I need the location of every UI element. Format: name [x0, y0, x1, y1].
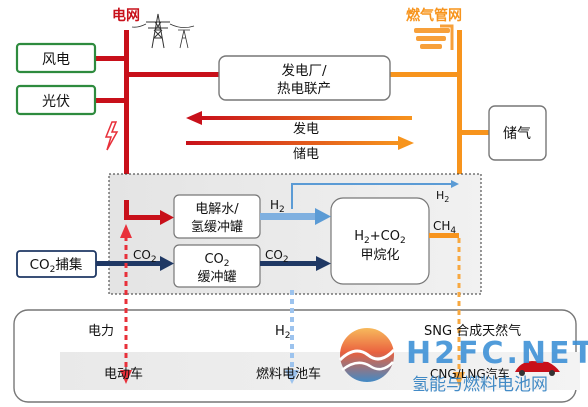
grid-to-electrolysis-vertical [124, 200, 129, 220]
grid-label: 电网 [112, 7, 140, 24]
wind-feeder-line [96, 56, 126, 61]
h2-mid-label: H2 [270, 198, 285, 215]
methanation-line2: 甲烷化 [360, 248, 399, 263]
grid-to-electrolysis-arrow [126, 210, 174, 225]
methanation-line1: H2+CO2 [354, 229, 405, 246]
co2-capture-label: CO2捕集 [30, 257, 83, 275]
electrolysis-line2: 氢缓冲罐 [191, 220, 243, 235]
grid-trunk-line [124, 30, 129, 220]
power-plant-line1: 发电厂/ [281, 63, 326, 79]
gas-storage-box: 储气 [488, 105, 547, 161]
co2-capture-to-buffer-arrow [96, 256, 174, 271]
store-label: 储电 [293, 147, 319, 162]
wind-box: 风电 [15, 42, 97, 74]
generate-label: 发电 [293, 121, 319, 137]
power-label: 电力 [88, 324, 114, 339]
generate-arrow [186, 111, 412, 125]
car-icon [515, 361, 560, 376]
cng-lng-label: CNG/LNG汽车 [430, 366, 510, 381]
solar-label: 光伏 [42, 94, 70, 110]
ev-label: 电动车 [104, 366, 143, 382]
ch4-label: CH4 [433, 219, 456, 236]
electrolysis-box: 电解水/ 氢缓冲罐 [173, 194, 261, 239]
sng-label: SNG 合成天然气 [424, 323, 521, 339]
power-plant-line2: 热电联产 [277, 81, 331, 97]
grid-plant-line [126, 72, 221, 77]
co2-left-label: CO2 [133, 248, 157, 265]
co2-buffer-line2: 缓冲罐 [197, 270, 236, 285]
lightning-icon [104, 121, 119, 151]
gas-storage-label: 储气 [503, 126, 531, 142]
store-arrow [186, 136, 414, 150]
wind-label: 风电 [42, 52, 70, 68]
gas-pipe-icon [414, 24, 454, 50]
solar-box: 光伏 [15, 84, 97, 116]
power-dashed-arrow [120, 224, 132, 384]
h2-to-methanation-arrow [260, 208, 331, 225]
co2-buffer-box: CO2 缓冲罐 [173, 244, 261, 288]
co2-buffer-line1: CO2 [204, 252, 229, 269]
gas-network-label: 燃气管网 [406, 7, 462, 24]
watermark: H2FC.NET 氢能与燃料电池网 [338, 328, 588, 395]
sng-dashed-arrow [453, 238, 465, 386]
methanation-box: H2+CO2 甲烷化 [330, 197, 430, 285]
co2-buffer-to-methanation-arrow [260, 256, 331, 271]
h2-dashed-arrow [285, 290, 299, 384]
co2-capture-box: CO2捕集 [16, 250, 97, 278]
wave-logo-icon [338, 328, 396, 382]
power-plant-box: 发电厂/ 热电联产 [218, 55, 391, 101]
ch4-line [429, 233, 459, 238]
watermark-caption: 氢能与燃料电池网 [412, 375, 548, 395]
h2-bypass-arrow [291, 180, 459, 209]
power-tower-icon [131, 13, 195, 49]
h2-bypass-label: H2 [436, 189, 449, 204]
vehicle-bar [60, 352, 580, 390]
electrolysis-line1: 电解水/ [195, 202, 239, 217]
co2-right-label: CO2 [265, 248, 289, 265]
gas-storage-line [459, 130, 489, 135]
plant-gas-line [389, 72, 459, 77]
watermark-logo-text: H2FC.NET [406, 336, 588, 371]
bottom-h2-label: H2 [275, 324, 291, 341]
fcv-label: 燃料电池车 [256, 366, 321, 382]
solar-feeder-line [96, 98, 126, 103]
